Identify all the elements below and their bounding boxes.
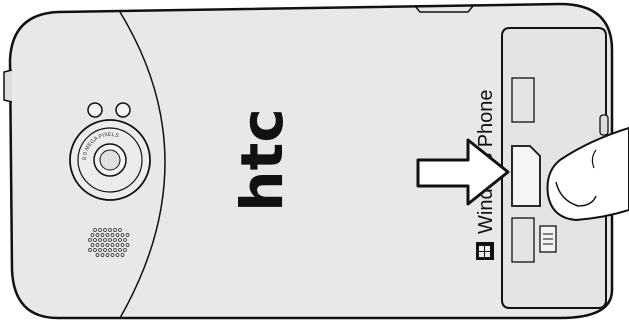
speaker-hole — [108, 238, 112, 242]
flash-right — [115, 102, 131, 118]
side-button — [3, 69, 13, 103]
speaker-hole — [90, 233, 95, 237]
speaker-hole — [123, 238, 127, 242]
speaker-hole — [103, 228, 107, 232]
speaker-hole — [113, 248, 117, 252]
speaker-hole — [115, 253, 120, 257]
finger-icon — [546, 126, 629, 222]
speaker-hole — [115, 233, 120, 237]
speaker-hole — [95, 253, 100, 257]
compartment-slot-low — [511, 217, 535, 263]
speaker-hole — [95, 233, 100, 237]
speaker-grille — [88, 228, 130, 257]
speaker-hole — [118, 248, 122, 252]
speaker-hole — [118, 228, 122, 232]
speaker-hole — [105, 233, 110, 237]
speaker-hole — [120, 253, 125, 257]
camera-lens: 8.0 MEGA PIXELS — [69, 119, 151, 201]
speaker-hole — [100, 243, 105, 247]
top-notch — [414, 5, 474, 13]
speaker-hole — [118, 238, 122, 242]
speaker-hole — [120, 233, 125, 237]
speaker-hole — [93, 248, 97, 252]
speaker-hole — [93, 228, 97, 232]
speaker-hole — [123, 248, 127, 252]
speaker-hole — [100, 233, 105, 237]
speaker-hole — [98, 228, 102, 232]
speaker-hole — [115, 243, 120, 247]
speaker-hole — [88, 248, 92, 252]
speaker-hole — [110, 243, 115, 247]
speaker-hole — [103, 248, 107, 252]
speaker-hole — [110, 253, 115, 257]
flash-left — [87, 102, 103, 118]
speaker-hole — [103, 238, 107, 242]
speaker-hole — [108, 248, 112, 252]
speaker-hole — [125, 243, 130, 247]
phone-body — [8, 2, 614, 320]
compartment-slot-top — [511, 77, 535, 123]
speaker-hole — [98, 248, 102, 252]
small-latch — [599, 114, 609, 136]
camera-bulge — [119, 11, 166, 319]
speaker-hole — [120, 243, 125, 247]
speaker-hole — [110, 233, 115, 237]
speaker-hole — [100, 253, 105, 257]
speaker-hole — [125, 233, 130, 237]
windows-flag-icon — [476, 242, 494, 260]
speaker-hole — [105, 253, 110, 257]
brand-logo: htc — [228, 108, 296, 211]
speaker-hole — [88, 238, 92, 242]
speaker-hole — [113, 228, 117, 232]
speaker-hole — [113, 238, 117, 242]
speaker-hole — [108, 228, 112, 232]
speaker-hole — [90, 243, 95, 247]
speaker-hole — [105, 243, 110, 247]
sim-card-icon — [511, 145, 541, 207]
speaker-hole — [93, 238, 97, 242]
speaker-hole — [95, 243, 100, 247]
insert-arrow-icon — [416, 138, 510, 206]
fingernail — [555, 181, 597, 207]
speaker-hole — [98, 238, 102, 242]
